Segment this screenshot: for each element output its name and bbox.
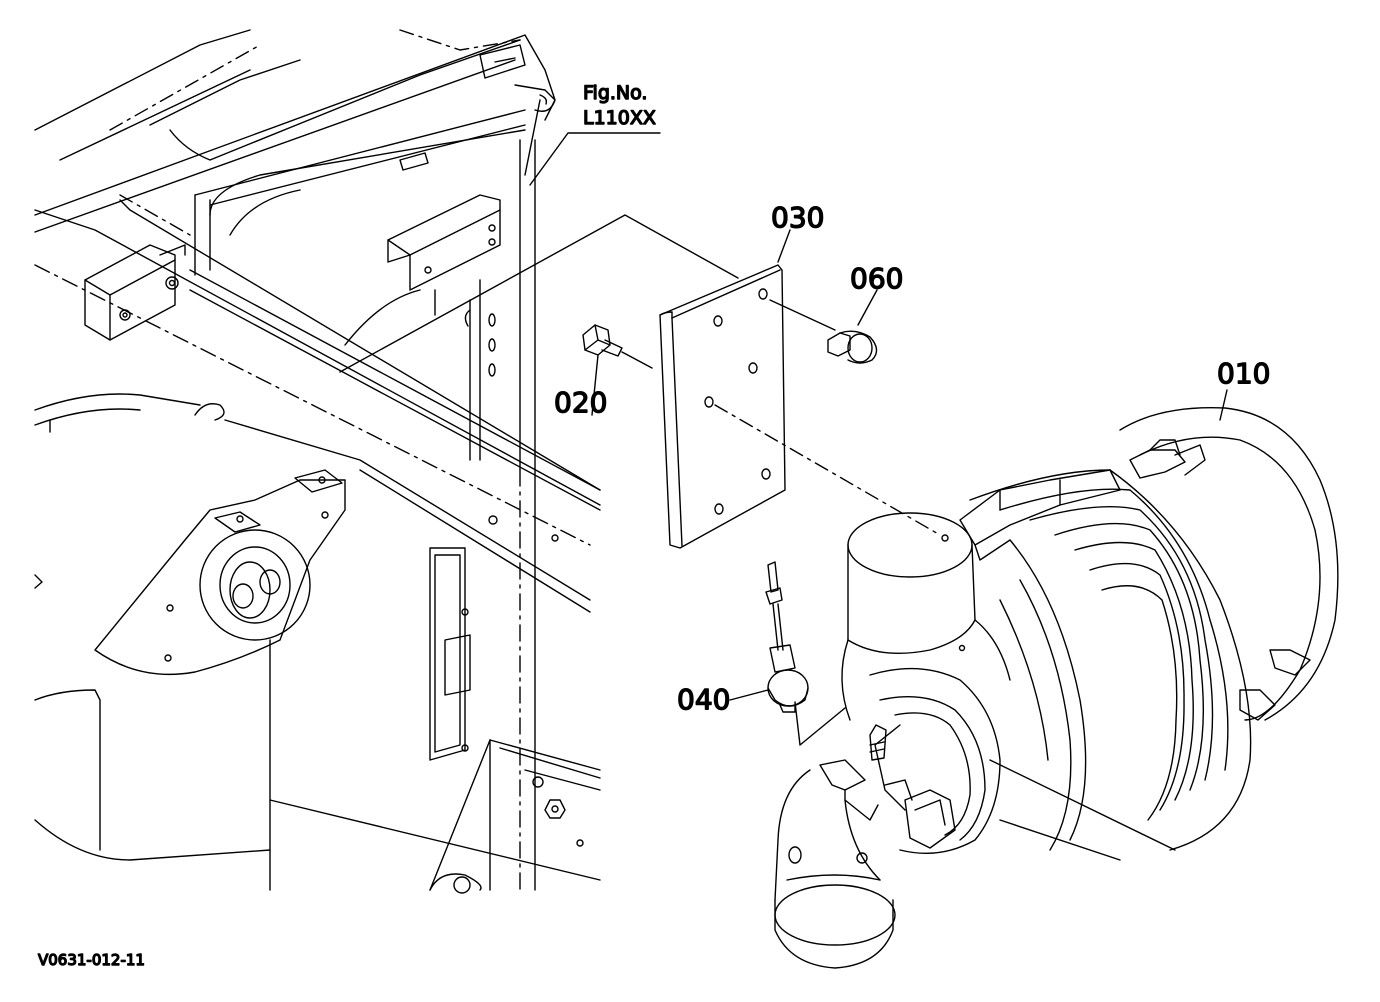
part-label-030: 030 <box>771 201 824 234</box>
part-label-010: 010 <box>1217 357 1270 390</box>
figure-reference: Fig.No. L110XX <box>582 81 656 129</box>
part-label-020: 020 <box>554 386 607 419</box>
part-label-040: 040 <box>677 683 730 716</box>
part-label-060: 060 <box>850 262 903 295</box>
sensor-040 <box>765 561 809 713</box>
frame-assembly <box>34 29 601 894</box>
bolt-020 <box>582 324 623 357</box>
nut-060 <box>827 330 878 364</box>
figure-ref-line2: L110XX <box>583 107 656 129</box>
assembly-lines <box>339 132 1228 746</box>
drawing-code: V0631-012-11 <box>38 951 145 969</box>
figure-ref-line1: Fig.No. <box>583 82 647 104</box>
air-cleaner-010 <box>774 406 1339 969</box>
bracket-plate-030 <box>659 264 786 549</box>
